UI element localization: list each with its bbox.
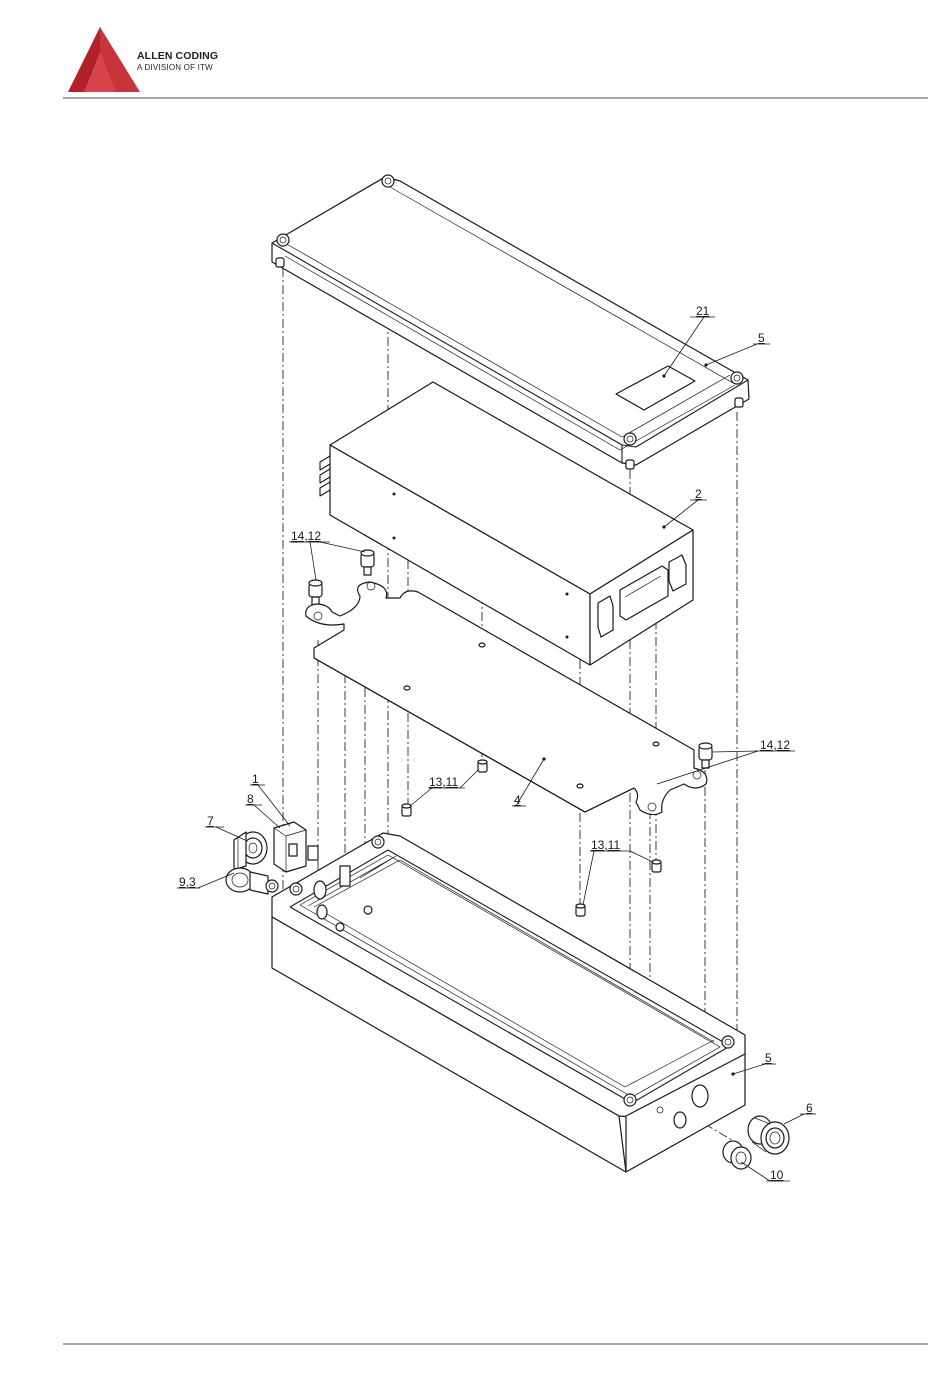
callout-21: 21 — [696, 304, 710, 318]
callout-2: 2 — [695, 487, 702, 501]
nut-4 — [576, 904, 585, 916]
callout-10: 10 — [770, 1168, 784, 1182]
nut-1 — [478, 760, 487, 772]
callout-13-11-left: 13,11 — [429, 775, 458, 789]
callout-9-3: 9,3 — [179, 875, 196, 889]
callout-14-12-right: 14,12 — [760, 738, 790, 752]
callout-5-box: 5 — [765, 1051, 772, 1065]
callout-13-11-right: 13,11 — [591, 838, 620, 852]
enclosure-box — [272, 833, 745, 1172]
screw-right-1 — [699, 743, 712, 768]
blanking-plug-part-10 — [723, 1141, 751, 1169]
screw-left-2 — [361, 550, 374, 575]
screw-left-1 — [309, 580, 322, 605]
nut-3 — [652, 860, 661, 872]
callout-6: 6 — [806, 1101, 813, 1115]
cable-gland-part-6 — [748, 1116, 789, 1154]
callout-14-12-left: 14,12 — [291, 529, 321, 543]
lid-cover — [272, 175, 749, 469]
callout-7: 7 — [207, 814, 214, 828]
callout-5-lid: 5 — [758, 331, 765, 345]
connector-part-9-3 — [226, 868, 278, 894]
callout-4: 4 — [514, 793, 521, 807]
callout-1: 1 — [252, 772, 259, 786]
connector-part-8 — [274, 822, 318, 872]
right-fittings — [723, 1116, 789, 1169]
nut-2 — [402, 804, 411, 816]
callout-8: 8 — [247, 792, 254, 806]
